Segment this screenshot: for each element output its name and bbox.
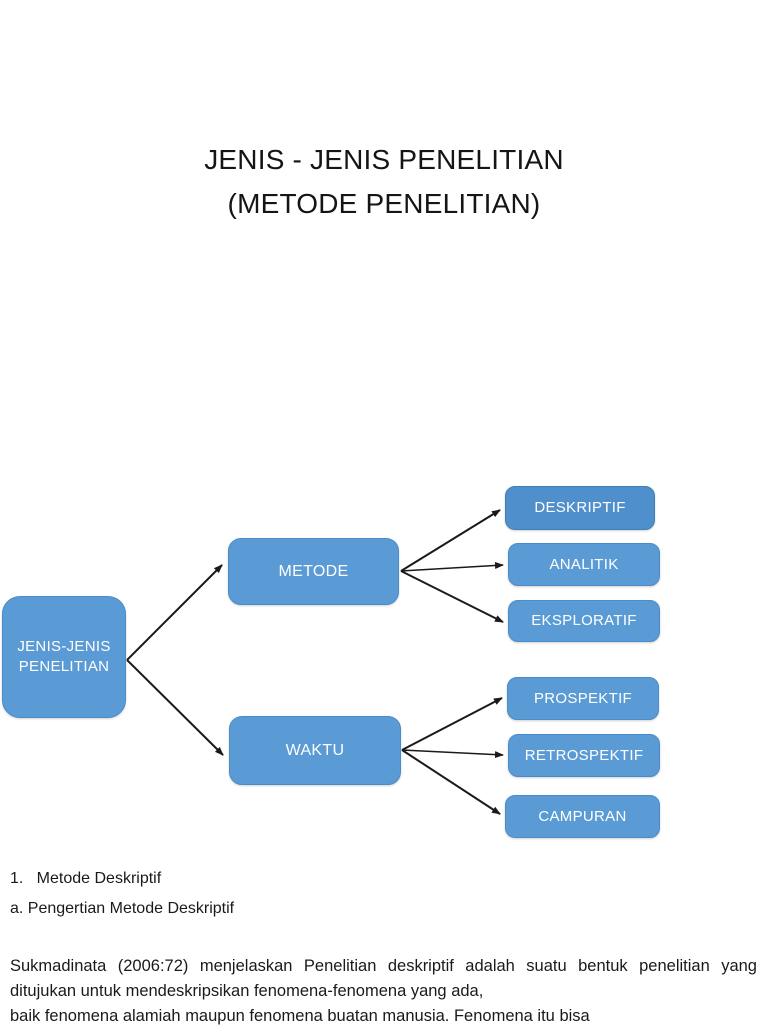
node-label: CAMPURAN bbox=[538, 807, 627, 825]
diagram-edges bbox=[126, 509, 504, 815]
jenis-penelitian-diagram: JENIS-JENIS PENELITIAN METODE WAKTU DESK… bbox=[0, 470, 768, 845]
diagram-node-prospektif[interactable]: PROSPEKTIF bbox=[507, 677, 659, 720]
diagram-node-analitik[interactable]: ANALITIK bbox=[508, 543, 660, 586]
edge-waktu-to-campuran bbox=[401, 749, 501, 815]
edge-root-to-waktu bbox=[126, 659, 224, 756]
title-line-1: JENIS - JENIS PENELITIAN bbox=[204, 144, 564, 175]
edge-metode-to-deskriptif bbox=[400, 509, 501, 572]
page-title: JENIS - JENIS PENELITIAN (METODE PENELIT… bbox=[0, 138, 768, 226]
diagram-node-campuran[interactable]: CAMPURAN bbox=[505, 795, 660, 838]
diagram-node-waktu[interactable]: WAKTU bbox=[229, 716, 401, 785]
diagram-node-eksploratif[interactable]: EKSPLORATIF bbox=[508, 600, 660, 642]
node-label: EKSPLORATIF bbox=[531, 612, 637, 629]
diagram-node-deskriptif[interactable]: DESKRIPTIF bbox=[505, 486, 655, 530]
node-label: DESKRIPTIF bbox=[534, 499, 626, 516]
diagram-node-metode[interactable]: METODE bbox=[228, 538, 399, 605]
paragraph-line-3: baik fenomena alamiah maupun fenomena bu… bbox=[10, 1007, 590, 1025]
body-text-section: 1. Metode Deskriptif a. Pengertian Metod… bbox=[10, 864, 758, 1029]
diagram-node-jenis-jenis-penelitian[interactable]: JENIS-JENIS PENELITIAN bbox=[2, 596, 126, 718]
edge-metode-to-eksploratif bbox=[400, 570, 504, 623]
edge-waktu-to-prospektif bbox=[401, 697, 503, 751]
node-label: ANALITIK bbox=[549, 555, 619, 573]
list-item-numbered: 1. Metode Deskriptif bbox=[10, 870, 162, 887]
edge-waktu-to-retrospektif bbox=[401, 749, 504, 759]
edge-root-to-metode bbox=[126, 564, 223, 661]
node-label: WAKTU bbox=[285, 741, 345, 759]
node-label: JENIS-JENIS PENELITIAN bbox=[17, 638, 111, 675]
paragraph-sukmadinata: Sukmadinata (2006:72) menjelaskan Peneli… bbox=[10, 954, 757, 1029]
list-item-lettered: a. Pengertian Metode Deskriptif bbox=[10, 900, 235, 917]
node-label: PROSPEKTIF bbox=[533, 689, 633, 707]
paragraph-line-2: penelitian yang ditujukan untuk mendeskr… bbox=[10, 957, 757, 1000]
title-line-2: (METODE PENELITIAN) bbox=[227, 188, 541, 219]
node-label: RETROSPEKTIF bbox=[524, 746, 644, 764]
node-label: METODE bbox=[278, 562, 349, 580]
edge-metode-to-analitik bbox=[400, 561, 504, 572]
diagram-node-retrospektif[interactable]: RETROSPEKTIF bbox=[508, 734, 660, 777]
paragraph-line-1: Sukmadinata (2006:72) menjelaskan Peneli… bbox=[10, 957, 628, 975]
